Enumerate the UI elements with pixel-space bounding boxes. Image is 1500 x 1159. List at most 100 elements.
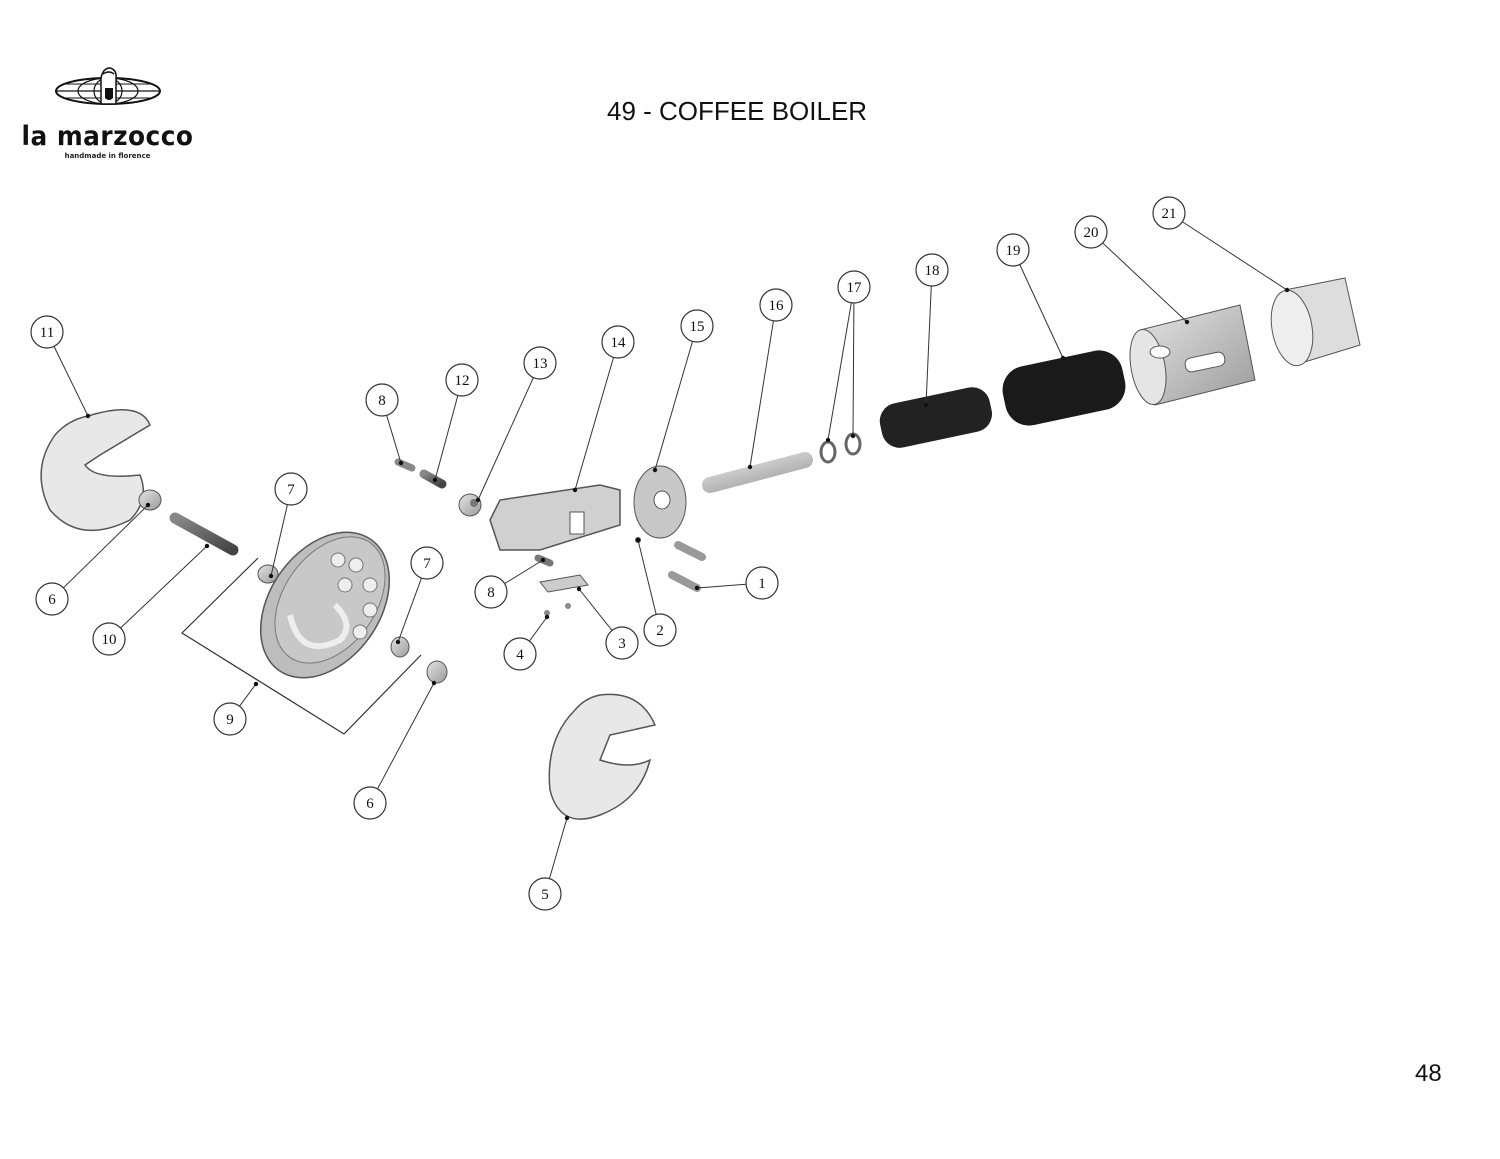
callout-circle: [745, 566, 779, 600]
callout-number: 8: [487, 585, 495, 601]
callout-number: 13: [533, 356, 548, 372]
part-6-bushing: [138, 489, 162, 511]
leader-dot: [572, 487, 578, 493]
callout-number: 6: [48, 592, 56, 608]
leader-dot: [475, 497, 481, 503]
leader-line: [397, 577, 422, 643]
leader-line: [1182, 221, 1288, 291]
callout-circle: [35, 582, 69, 616]
callout-circle: [837, 270, 871, 304]
callout-7: 7: [395, 546, 444, 645]
part-5-shield-disc: [548, 693, 657, 820]
callout-21: 21: [1152, 196, 1290, 293]
callout-17: 17: [825, 270, 871, 443]
leader-line: [239, 683, 257, 707]
leader-dot: [564, 815, 570, 821]
callout-11: 11: [30, 315, 91, 419]
leader-line: [386, 415, 402, 464]
callout-circle: [1074, 215, 1108, 249]
part-6-bushing: [426, 660, 448, 684]
callout-number: 16: [769, 298, 785, 314]
leader-dot: [398, 460, 404, 466]
leader-dot: [1060, 355, 1066, 361]
callout-16: 16: [747, 288, 793, 470]
leader-line: [504, 559, 544, 585]
part-7-bushing: [390, 636, 410, 658]
callout-number: 5: [541, 887, 549, 903]
leader-line: [925, 285, 932, 406]
callout-number: 21: [1162, 206, 1177, 222]
part-11-shield-disc: [40, 409, 151, 532]
leader-line: [654, 341, 694, 471]
callout-15: 15: [652, 309, 714, 473]
callout-5: 5: [528, 815, 570, 911]
callout-circle: [30, 315, 64, 349]
callout-number: 2: [656, 623, 664, 639]
leader-line: [120, 545, 208, 629]
callout-circle: [523, 346, 557, 380]
callout-14: 14: [572, 325, 635, 493]
callout-number: 1: [758, 576, 766, 592]
callout-circle: [410, 546, 444, 580]
brand-name: la marzocco: [21, 121, 194, 152]
callout-circle: [365, 383, 399, 417]
part-1-bolt: [668, 541, 706, 592]
callout-12: 12: [432, 363, 479, 483]
part-12-sleeve: [419, 469, 447, 489]
part-20-cylinder-housing: [1129, 304, 1256, 406]
leader-dot: [85, 413, 91, 419]
callout-9: 9: [213, 681, 259, 736]
callout-number: 7: [287, 482, 295, 498]
callout-4: 4: [503, 614, 550, 671]
leader-dot: [694, 585, 700, 591]
callout-13: 13: [475, 346, 557, 503]
callout-circle: [528, 877, 562, 911]
callout-1: 1: [694, 566, 779, 600]
leader-line: [529, 616, 548, 642]
callout-number: 19: [1006, 243, 1021, 259]
parts-layer: [40, 277, 1361, 820]
callout-8: 8: [474, 557, 546, 609]
leader-dot: [1184, 319, 1190, 325]
callout-circle: [1152, 196, 1186, 230]
callout-8: 8: [365, 383, 404, 466]
leader-dot: [635, 537, 641, 543]
callout-number: 9: [226, 712, 234, 728]
leader-line: [548, 817, 568, 879]
callout-circle: [996, 233, 1030, 267]
leader-dot: [923, 402, 929, 408]
callout-number: 17: [847, 280, 863, 296]
leader-line: [377, 682, 435, 790]
leader-dot: [576, 586, 582, 592]
leader-line: [53, 346, 89, 417]
callout-number: 18: [925, 263, 940, 279]
part-4-screw: [544, 603, 571, 616]
callout-7: 7: [268, 472, 308, 579]
leader-dot: [850, 433, 856, 439]
leader-line: [270, 504, 288, 577]
callout-circle: [445, 363, 479, 397]
callout-number: 6: [366, 796, 374, 812]
callout-20: 20: [1074, 215, 1190, 325]
callout-circle: [759, 288, 793, 322]
callout-number: 15: [690, 319, 705, 335]
callout-number: 12: [455, 373, 470, 389]
leader-line: [696, 583, 747, 589]
leader-dot: [268, 573, 274, 579]
callout-number: 10: [102, 632, 117, 648]
part-9-gear-wheel: [259, 531, 391, 679]
callout-19: 19: [996, 233, 1066, 361]
callout-circle: [353, 786, 387, 820]
leader-dot: [540, 557, 546, 563]
part-10-pin: [169, 512, 239, 556]
callout-number: 11: [40, 325, 54, 341]
part-18-spring: [879, 387, 993, 448]
leader-dot: [544, 614, 550, 620]
part-14-lever-bracket: [489, 484, 621, 551]
leader-dot: [253, 681, 259, 687]
leader-line: [827, 302, 852, 441]
leader-line: [852, 302, 855, 437]
leader-dot: [431, 680, 437, 686]
leader-dot: [1284, 287, 1290, 293]
